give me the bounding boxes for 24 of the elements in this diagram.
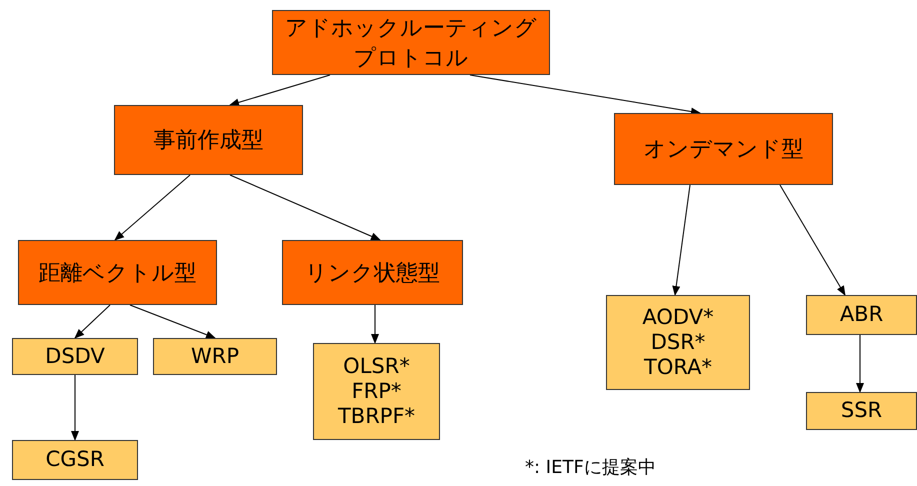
arrow xyxy=(130,304,216,338)
protocol-box: CGSR xyxy=(12,440,138,480)
arrow xyxy=(114,174,190,241)
footnote: *: IETFに提案中 xyxy=(525,456,656,479)
protocol-box: OLSR* FRP* TBRPF* xyxy=(313,343,440,440)
category-box: 事前作成型 xyxy=(114,105,303,175)
arrow xyxy=(856,334,864,393)
arrow xyxy=(371,304,379,344)
arrow xyxy=(74,304,110,339)
protocol-box: AODV* DSR* TORA* xyxy=(606,295,750,390)
category-box: リンク状態型 xyxy=(282,240,463,305)
protocol-box: ABR xyxy=(806,295,917,335)
arrow xyxy=(230,174,381,240)
arrow xyxy=(672,184,690,296)
title-box: アドホックルーティングプロトコル xyxy=(272,10,550,75)
category-box: 距離ベクトル型 xyxy=(18,240,217,305)
arrow xyxy=(71,374,79,441)
protocol-box: DSDV xyxy=(12,338,138,375)
arrow xyxy=(470,74,701,116)
protocol-box: SSR xyxy=(806,392,917,430)
arrow xyxy=(780,184,846,296)
category-box: オンデマンド型 xyxy=(614,113,833,185)
protocol-box: WRP xyxy=(153,338,277,375)
arrow xyxy=(229,74,330,106)
